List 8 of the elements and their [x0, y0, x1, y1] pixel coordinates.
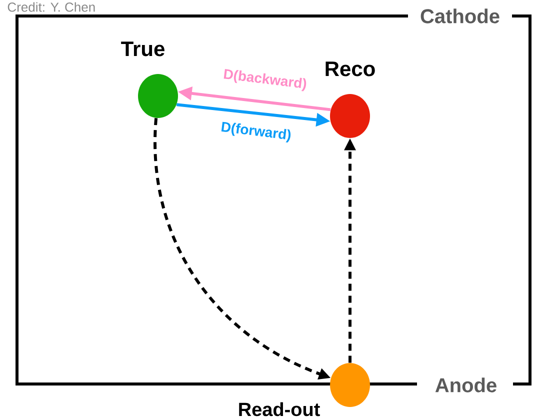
node-label: True [121, 42, 164, 56]
electrode-label: Cathode [420, 8, 500, 24]
electrode-label: Anode [435, 378, 496, 392]
node-label: Reco [326, 62, 375, 76]
edge-label: D(forward) [218, 120, 294, 144]
node-label: Read-out [239, 402, 320, 416]
credit-text: Credit: Y. Chen [8, 2, 95, 12]
edge-label: D(backward) [221, 67, 309, 93]
